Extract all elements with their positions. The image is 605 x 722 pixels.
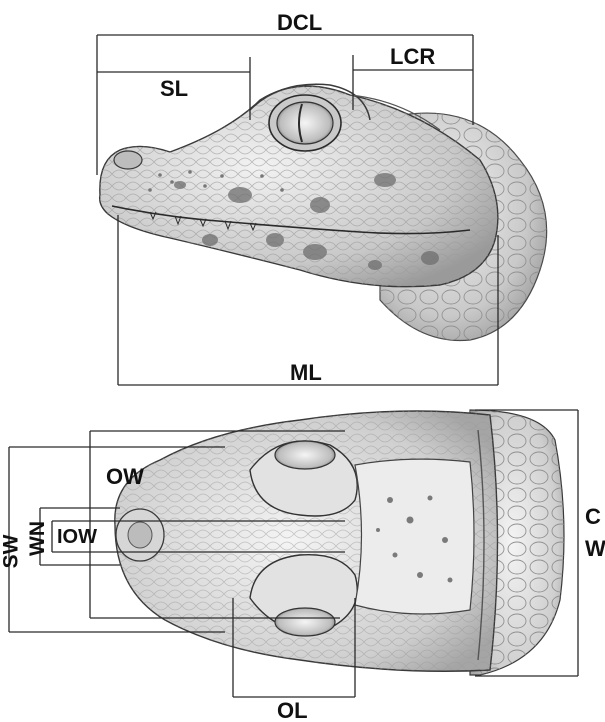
- sw-label: SW: [0, 535, 21, 569]
- cw-label-bottom: W: [585, 538, 605, 560]
- iow-label: IOW: [57, 527, 97, 547]
- side-view-head: [100, 84, 547, 340]
- ml-label: ML: [290, 362, 322, 384]
- wn-label: WN: [27, 521, 48, 556]
- lcr-label: LCR: [390, 46, 435, 68]
- ow-label: OW: [106, 466, 144, 488]
- sl-label: SL: [160, 78, 188, 100]
- ol-label: OL: [277, 700, 308, 722]
- cw-label-top: C: [585, 506, 601, 528]
- dcl-label: DCL: [277, 12, 322, 34]
- top-view-head: [115, 410, 564, 675]
